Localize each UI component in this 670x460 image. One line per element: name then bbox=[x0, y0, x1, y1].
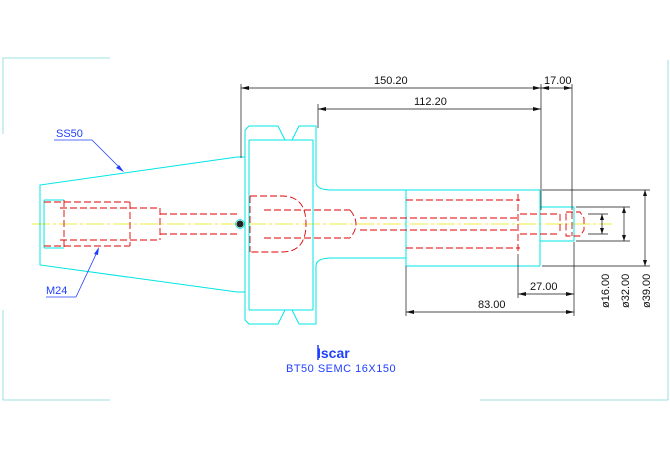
taper-label: SS50 bbox=[56, 128, 83, 140]
brand-logo: Iscar bbox=[317, 345, 350, 361]
dimension-arrows bbox=[241, 86, 647, 314]
thread-leader bbox=[46, 249, 99, 298]
dim-length-nose: 17.00 bbox=[544, 75, 572, 87]
dim-dia-32: ø32.00 bbox=[620, 274, 632, 308]
tool-outline bbox=[39, 125, 575, 325]
dim-length-83: 83.00 bbox=[478, 299, 506, 311]
drawing-title: BT50 SEMC 16X150 bbox=[286, 363, 396, 375]
dim-length-27: 27.00 bbox=[530, 281, 558, 293]
thread-leader-arrow bbox=[94, 247, 99, 255]
taper-leader-arrow bbox=[116, 165, 124, 172]
dim-dia-16: ø16.00 bbox=[600, 274, 612, 308]
dim-length-total: 150.20 bbox=[374, 75, 408, 87]
hidden-lines bbox=[44, 194, 585, 254]
dim-length-body: 112.20 bbox=[414, 96, 447, 108]
dimension-lines bbox=[240, 84, 650, 316]
thread-label: M24 bbox=[46, 285, 67, 297]
sheet-frame bbox=[2, 57, 669, 401]
taper-leader bbox=[54, 139, 123, 171]
center-ball bbox=[235, 219, 245, 229]
dim-dia-39: ø39.00 bbox=[641, 274, 653, 308]
